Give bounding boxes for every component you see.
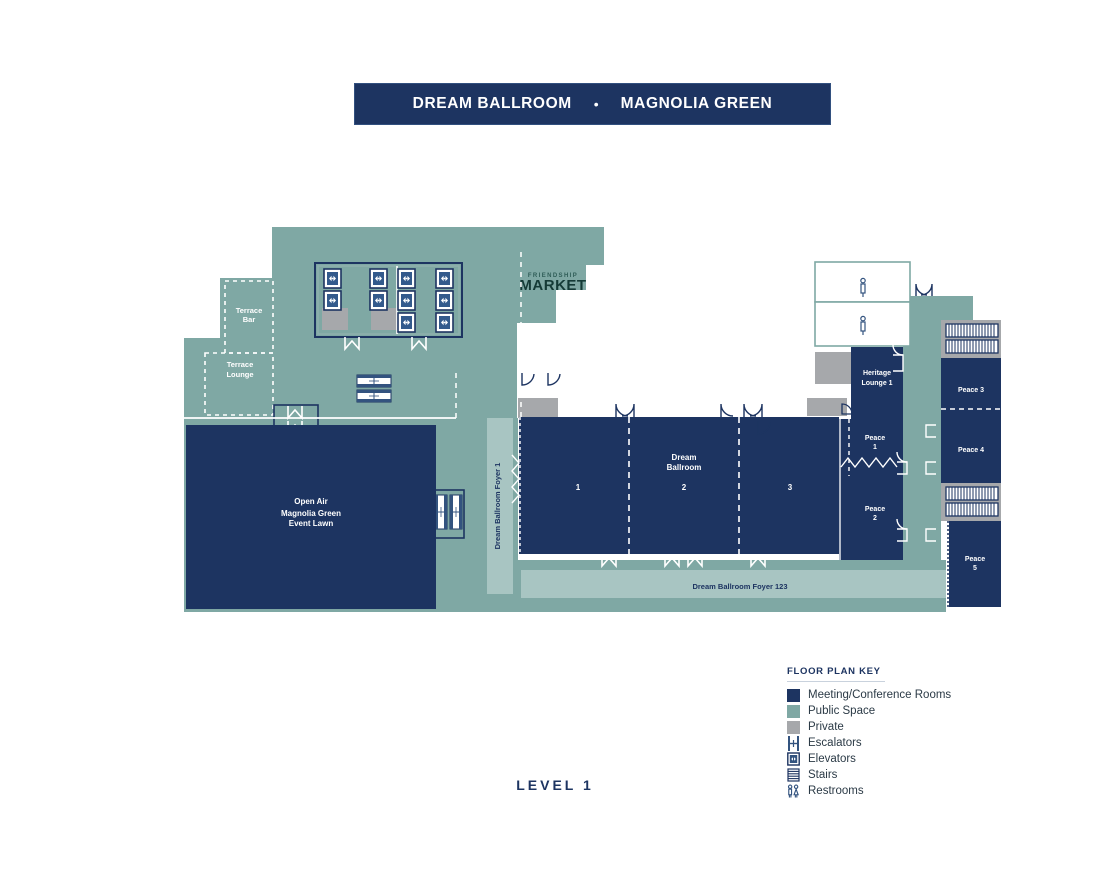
legend-item-elevators[interactable]: Elevators (787, 751, 997, 767)
title-right: MAGNOLIA GREEN (620, 95, 773, 112)
elevator-icon[interactable] (397, 312, 416, 333)
floorplan-title-bar: DREAM BALLROOM • MAGNOLIA GREEN (354, 83, 831, 125)
elevator-icon[interactable] (397, 268, 416, 289)
terrace-bar-label-line2: Bar (243, 315, 256, 324)
escalator-icon (787, 735, 800, 751)
peace-3-door-swing (892, 344, 904, 356)
terrace-bar-label-line1: Terrace (236, 306, 263, 315)
foyer-123-label: Dream Ballroom Foyer 123 (692, 582, 787, 591)
legend-label: Public Space (808, 705, 876, 717)
legend-title: FLOOR PLAN KEY (787, 666, 885, 682)
swatch-navy-icon (787, 688, 800, 702)
elevator-icon[interactable] (369, 290, 388, 311)
legend-label: Private (808, 721, 844, 733)
escalator-icon[interactable] (449, 494, 463, 530)
ballroom-section-2-label: 2 (682, 483, 687, 492)
stairs-icon[interactable] (945, 502, 999, 517)
escalator-icon[interactable] (356, 389, 392, 403)
peace-3-room[interactable]: Peace 3 (941, 358, 1001, 421)
heritage-label-line2: Lounge 1 (861, 380, 892, 387)
lawn-label-line2: Magnolia Green (281, 509, 341, 518)
restroom-rooms (814, 261, 911, 347)
dream-ballroom-foyer-1[interactable]: Dream Ballroom Foyer 1 (487, 418, 513, 594)
legend-label: Meeting/Conference Rooms (808, 689, 952, 701)
spine-doors (896, 424, 936, 542)
stairs-icon[interactable] (945, 339, 999, 354)
peace-2-label-line1: Peace (865, 506, 885, 513)
spine-door-top (915, 283, 933, 296)
legend-label: Stairs (808, 769, 838, 781)
elevator-icon (787, 752, 800, 767)
ballroom-top-doors (615, 403, 771, 435)
peace-4-label: Peace 4 (958, 447, 984, 454)
legend-item-private[interactable]: Private (787, 719, 997, 735)
title-left: DREAM BALLROOM (412, 95, 572, 112)
peace-1-label-line2: 1 (873, 444, 877, 451)
escalator-icon[interactable] (356, 374, 392, 388)
legend-label: Restrooms (808, 785, 864, 797)
legend-label: Escalators (808, 737, 862, 749)
market-label-small: FRIENDSHIP (528, 273, 578, 279)
peace-3-door (893, 354, 904, 372)
peace-3-label: Peace 3 (958, 387, 984, 394)
escalator-icon[interactable] (434, 494, 448, 530)
elevator-icon[interactable] (435, 268, 454, 289)
lawn-label-line3: Event Lawn (289, 519, 334, 528)
elevator-icon[interactable] (397, 290, 416, 311)
corridor-doors-left (521, 373, 561, 386)
magnolia-green-event-lawn[interactable]: Open Air Magnolia Green Event Lawn (186, 425, 436, 609)
ballroom-section-1-label: 1 (576, 483, 581, 492)
restroom-icon (787, 784, 800, 799)
peace-2-room[interactable]: Peace 2 (839, 476, 903, 560)
peace-5-label-line2: 5 (973, 565, 977, 572)
elevator-icon[interactable] (323, 268, 342, 289)
legend-item-stairs[interactable]: Stairs (787, 767, 997, 783)
heritage-label-line1: Heritage (863, 370, 891, 377)
ballroom-label-line1: Dream (672, 453, 697, 462)
elevator-icon[interactable] (323, 290, 342, 311)
ballroom-label-line2: Ballroom (667, 463, 702, 472)
market-label-big: MARKET (519, 277, 586, 294)
peace-5-label-line1: Peace (965, 556, 985, 563)
elevator-icon[interactable] (435, 290, 454, 311)
elevator-icon[interactable] (369, 268, 388, 289)
level-label: LEVEL 1 (516, 777, 594, 793)
airwall-accordion-peace (840, 456, 898, 469)
dream-ballroom-foyer-123[interactable]: Dream Ballroom Foyer 123 (521, 570, 946, 598)
lawn-label-line1: Open Air (294, 497, 327, 506)
title-separator-dot: • (593, 96, 599, 112)
elevator-bank[interactable] (314, 262, 463, 350)
terrace-lounge-label-line1: Terrace (227, 360, 254, 369)
legend-item-meeting-conference-rooms[interactable]: Meeting/Conference Rooms (787, 687, 997, 703)
legend-item-escalators[interactable]: Escalators (787, 735, 997, 751)
peace-1-label-line1: Peace (865, 435, 885, 442)
terrace-lounge-label-line2: Lounge (226, 370, 253, 379)
floor-plan-key: FLOOR PLAN KEY Meeting/Conference Rooms … (787, 666, 997, 799)
dream-ballroom[interactable]: 1 Dream Ballroom 2 3 (511, 417, 839, 554)
friendship-market-area[interactable]: FRIENDSHIP MARKET (519, 273, 586, 294)
stairs-icon[interactable] (945, 323, 999, 338)
peace-4-room[interactable]: Peace 4 (941, 421, 1001, 483)
terrace-lounge-room[interactable]: Terrace Lounge (204, 352, 274, 416)
foyer-1-label: Dream Ballroom Foyer 1 (493, 463, 502, 550)
elevator-icon[interactable] (435, 312, 454, 333)
legend-item-public-space[interactable]: Public Space (787, 703, 997, 719)
swatch-teal-icon (787, 704, 800, 718)
stairs-icon[interactable] (945, 486, 999, 501)
airwall-accordion-left (511, 454, 520, 504)
heritage-door (841, 403, 853, 415)
stairs-icon (787, 768, 800, 783)
legend-label: Elevators (808, 753, 856, 765)
legend-item-restrooms[interactable]: Restrooms (787, 783, 997, 799)
ballroom-section-3-label: 3 (788, 483, 793, 492)
swatch-gray-icon (787, 720, 800, 734)
heritage-lounge-1[interactable]: Heritage Lounge 1 (851, 347, 903, 419)
peace-2-label-line2: 2 (873, 515, 877, 522)
peace-5-room[interactable]: Peace 5 (949, 521, 1001, 607)
